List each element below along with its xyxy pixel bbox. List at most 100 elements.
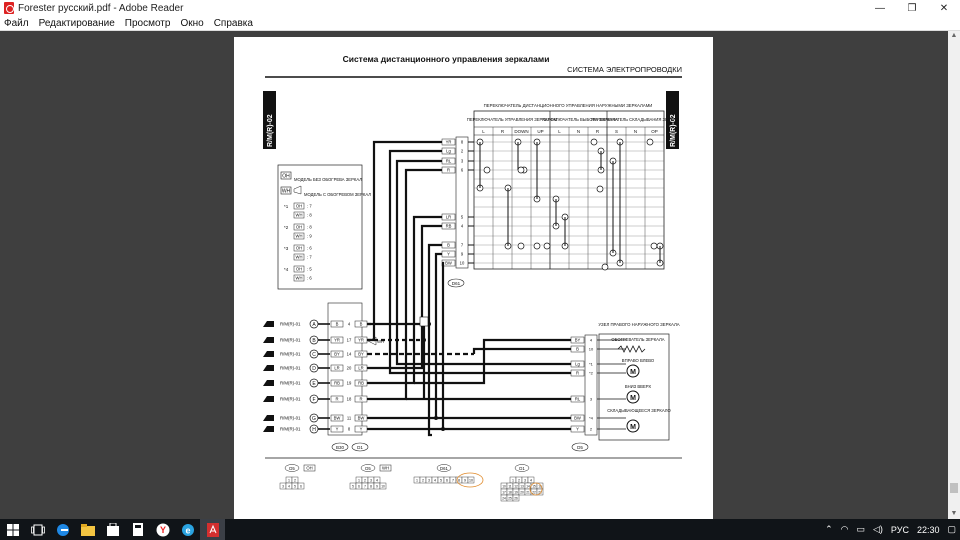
connector-cell-number: 6: [446, 479, 448, 483]
wh-arrow-icon: [367, 336, 377, 346]
connector-cell-number: 3: [370, 479, 372, 483]
harness-arrow-icon: [263, 321, 274, 327]
switch-contact: [483, 166, 491, 174]
switch-column-n: N: [577, 129, 580, 134]
legend-wh-box: [293, 253, 305, 261]
mirror-pin-color: Lg: [575, 362, 580, 367]
volume-icon[interactable]: ◁): [873, 524, 883, 534]
maximize-button[interactable]: ❐: [907, 2, 917, 14]
clock[interactable]: 22:30: [916, 524, 940, 535]
legend-mark: *2: [284, 225, 289, 230]
harness-right-box: [354, 414, 368, 422]
system-tray: ⌃ ◠ ▭ ◁) РУС 22:30 ▢: [821, 519, 960, 540]
harness-pin: 20: [347, 366, 352, 371]
switch-pin-color: LR: [446, 215, 451, 220]
document-viewer[interactable]: Система дистанционного управления зеркал…: [0, 31, 948, 519]
switch-title: ПЕРЕКЛЮЧАТЕЛЬ ДИСТАНЦИОННОГО УПРАВЛЕНИЯ …: [484, 103, 653, 108]
mirror-unit-title: УЗЕЛ ПРАВОГО НАРУЖНОГО ЗЕРКАЛА: [598, 322, 679, 327]
connector-cell: [536, 488, 544, 496]
connector-cell-number: 8: [458, 479, 460, 483]
mirror-pin-number: *4: [589, 416, 594, 421]
svg-text:R/M(R)-02: R/M(R)-02: [670, 114, 677, 147]
connector-cell-number: 5: [352, 485, 354, 489]
switch-pin-number: 10: [460, 261, 465, 266]
vertical-scrollbar[interactable]: ▲ ▼: [948, 31, 960, 519]
edge-browser-icon[interactable]: [50, 519, 75, 540]
minimize-button[interactable]: —: [875, 2, 885, 14]
scroll-up-icon[interactable]: ▲: [950, 32, 958, 39]
menu-view[interactable]: Просмотр: [124, 17, 171, 29]
menu-file[interactable]: Файл: [4, 17, 29, 29]
switch-contact: [590, 138, 598, 146]
task-view-icon[interactable]: [25, 519, 50, 540]
ud-motor-icon: [626, 390, 640, 404]
harness-letter: B: [312, 338, 316, 344]
connector-view-id: D5: [289, 466, 295, 471]
scroll-thumb[interactable]: [950, 483, 958, 493]
adobe-reader-taskbar-icon[interactable]: [200, 519, 225, 540]
connector-cell-number: 6: [358, 485, 360, 489]
harness-letter: A: [312, 322, 316, 328]
connector-cell-number: 5: [440, 479, 442, 483]
wire: [427, 324, 432, 437]
language-indicator[interactable]: РУС: [890, 524, 909, 535]
yandex-browser-icon[interactable]: Y: [150, 519, 175, 540]
harness-left-box: [330, 425, 344, 433]
harness-pin: 18: [347, 397, 352, 402]
legend-oh-box: [293, 265, 305, 273]
wire: [367, 215, 442, 385]
switch-contact: [596, 185, 604, 193]
legend-row-wh-code: WH: [296, 255, 303, 260]
harness-left-color: BW: [334, 416, 341, 421]
mirror-connector-label: D5: [577, 445, 583, 450]
adobe-reader-icon: [4, 2, 14, 14]
scroll-down-icon[interactable]: ▼: [950, 510, 958, 517]
legend-row-wh-pin: : 9: [307, 234, 312, 239]
document-subheading: СИСТЕМА ЭЛЕКТРОПРОВОДКИ: [567, 65, 682, 74]
connector-cell-number: 7: [364, 485, 366, 489]
connector-view-tag-box: [303, 464, 316, 472]
switch-pin-number: 3: [461, 159, 464, 164]
connector-view-tag: [360, 464, 376, 472]
switch-group-select: ПЕРЕКЛЮЧАТЕЛЬ ВЫБОРА ЗЕРКАЛА: [542, 117, 618, 122]
battery-icon[interactable]: ▭: [856, 524, 865, 534]
harness-label: R/M(R)-01: [280, 416, 301, 421]
menu-help[interactable]: Справка: [213, 17, 253, 29]
close-button[interactable]: ✕: [939, 2, 949, 14]
harness-left-box: [330, 350, 344, 358]
connector-cell-number: 14: [526, 485, 530, 489]
file-explorer-icon[interactable]: [75, 519, 100, 540]
network-wifi-icon[interactable]: ◠: [840, 524, 849, 534]
menu-window[interactable]: Окно: [180, 17, 204, 29]
connector-cell-number: 4: [376, 479, 378, 483]
mirror-pin-color: RL: [575, 397, 581, 402]
harness-arrow-icon: [263, 426, 274, 432]
connector-cell-number: 2: [422, 479, 424, 483]
connector-cell-number: 7: [452, 479, 454, 483]
legend-mark: *4: [284, 267, 289, 272]
notifications-icon[interactable]: ▢: [947, 524, 956, 534]
harness-label: R/M(R)-01: [280, 322, 301, 327]
internet-explorer-icon[interactable]: e: [175, 519, 200, 540]
menu-edit[interactable]: Редактирование: [38, 17, 115, 29]
switch-contact: [517, 242, 525, 250]
harness-pin: 4: [348, 322, 351, 327]
harness-right-color: BY: [358, 352, 364, 357]
calculator-icon[interactable]: [125, 519, 150, 540]
tray-chevron-up-icon[interactable]: ⌃: [825, 524, 833, 534]
legend-row-wh-code: WH: [296, 276, 303, 281]
store-icon[interactable]: [100, 519, 125, 540]
connector-view-tag-box: [379, 464, 392, 472]
legend-row-wh-pin: : 8: [307, 213, 312, 218]
connector-cell-number: 16: [538, 485, 542, 489]
connector-view-variant: OH: [306, 466, 312, 471]
windows-start-icon[interactable]: [0, 519, 25, 540]
connector-cell-number: 10: [469, 479, 473, 483]
mirror-switch-block: ПЕРЕКЛЮЧАТЕЛЬ ДИСТАНЦИОННОГО УПРАВЛЕНИЯ …: [467, 103, 679, 271]
wire: [367, 168, 442, 401]
harness-pin: 17: [347, 338, 352, 343]
harness-label: R/M(R)-01: [280, 427, 301, 432]
switch-connector-label: D61: [447, 278, 465, 288]
